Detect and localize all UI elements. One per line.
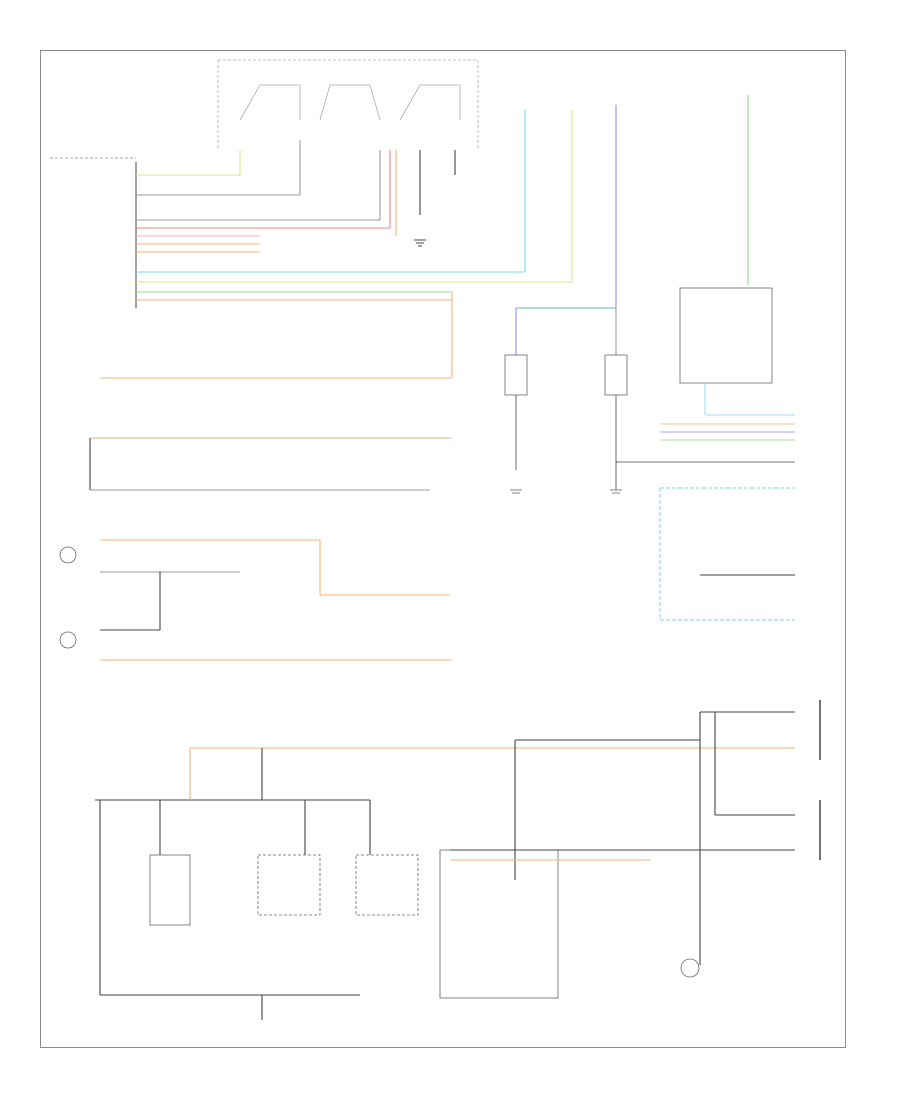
relay-box-right — [616, 287, 795, 463]
color-verticals — [515, 95, 749, 355]
lower-right-wires — [450, 711, 795, 965]
lower-bus — [95, 747, 450, 1020]
module-wires — [136, 174, 572, 301]
orange-feeds — [89, 292, 453, 661]
ground-symbol — [414, 239, 426, 247]
relay-right-mid — [604, 354, 628, 494]
cyan-loop — [659, 487, 795, 621]
lower-modules — [149, 849, 559, 999]
fuse-verticals — [239, 140, 456, 236]
relay-left-mid — [504, 354, 528, 494]
lighting-control-module — [50, 157, 137, 308]
fuse-box-top — [217, 59, 479, 150]
lamp-icons — [59, 546, 700, 978]
diagram-frame — [40, 50, 846, 1048]
